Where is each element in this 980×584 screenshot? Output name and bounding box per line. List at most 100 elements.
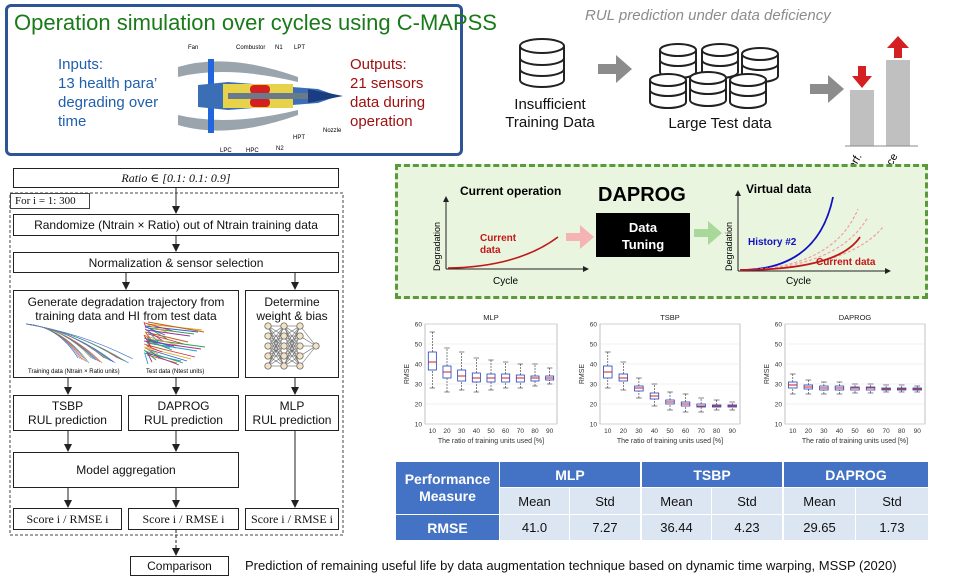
trajectory-line bbox=[25, 323, 94, 360]
trajectory-line bbox=[146, 342, 198, 352]
nn-node bbox=[296, 342, 304, 350]
box bbox=[427, 351, 437, 371]
nn-edge bbox=[283, 345, 301, 367]
y-tick-label: 60 bbox=[415, 322, 423, 329]
trajectory-line bbox=[147, 330, 160, 344]
y-tick-label: 10 bbox=[415, 422, 423, 429]
trajectory-line bbox=[146, 351, 153, 363]
daprog-main-title: DAPROG bbox=[598, 184, 686, 206]
nn-node bbox=[264, 332, 272, 340]
data-tuning-line-1: Data bbox=[629, 220, 658, 235]
current-data-curve bbox=[447, 236, 559, 269]
trajectory-line bbox=[25, 323, 134, 360]
table-cell: 7.27 bbox=[570, 515, 640, 540]
nn-node bbox=[280, 362, 288, 370]
turbofan-engine-diagram: Fan Combustor N1 LPT LPC HPC N2 HPT Nozz… bbox=[178, 45, 343, 154]
y-tick-label: 50 bbox=[775, 342, 783, 349]
table-sub-std: Std bbox=[856, 488, 928, 514]
generate-box: Generate degradation trajectory from tra… bbox=[13, 290, 239, 378]
nn-node bbox=[296, 332, 304, 340]
table-cell: 36.44 bbox=[642, 515, 711, 540]
x-tick-label: 60 bbox=[867, 428, 875, 435]
trajectory-line bbox=[144, 353, 149, 365]
trajectory-line bbox=[147, 321, 205, 333]
trajectory-line bbox=[144, 350, 184, 364]
table-cell: 4.23 bbox=[712, 515, 782, 540]
arrow-right-icon bbox=[694, 221, 722, 245]
trajectory-line bbox=[147, 327, 195, 335]
x-axis-label: The ratio of training units used [%] bbox=[438, 438, 544, 445]
nn-node bbox=[264, 362, 272, 370]
table-group-mlp: MLP bbox=[500, 462, 640, 487]
x-tick-label: 50 bbox=[487, 428, 495, 435]
x-tick-label: 30 bbox=[458, 428, 466, 435]
history-label: History #2 bbox=[748, 237, 797, 248]
trajectory-line bbox=[143, 334, 152, 348]
chart-title: TSBP bbox=[660, 313, 680, 322]
plot-area bbox=[784, 323, 926, 425]
nn-edge bbox=[299, 345, 317, 367]
x-tick-label: 10 bbox=[429, 428, 437, 435]
n2-label: N2 bbox=[276, 146, 284, 152]
nn-edge bbox=[283, 325, 301, 357]
y-tick-label: 50 bbox=[590, 342, 598, 349]
loop-label: For i = 1: 300 bbox=[10, 193, 90, 209]
x-tick-label: 90 bbox=[729, 428, 737, 435]
y-tick-label: 30 bbox=[415, 382, 423, 389]
x-tick-label: 30 bbox=[820, 428, 828, 435]
x-tick-label: 70 bbox=[697, 428, 705, 435]
fan-label: Fan bbox=[188, 45, 198, 51]
nozzle-label: Nozzle bbox=[323, 128, 342, 134]
table-group-daprog: DAPROG bbox=[784, 462, 928, 487]
box bbox=[457, 369, 467, 382]
nn-edge bbox=[267, 325, 285, 357]
database-icon bbox=[519, 38, 565, 88]
trajectory-line bbox=[146, 345, 163, 353]
arrow-right-icon bbox=[566, 225, 594, 249]
nn-node bbox=[264, 352, 272, 360]
x-tick-label: 90 bbox=[546, 428, 554, 435]
table-sub-std: Std bbox=[712, 488, 782, 514]
degradation-label: Degradation bbox=[432, 222, 442, 271]
neural-network-icon bbox=[264, 322, 320, 370]
randomize-box: Randomize (Ntrain × Ratio) out of Ntrain… bbox=[13, 214, 339, 236]
perf-bar bbox=[850, 90, 874, 146]
current-operation-title: Current operation bbox=[460, 184, 561, 198]
y-tick-label: 20 bbox=[415, 402, 423, 409]
score-box-daprog: Score i / RMSE i bbox=[128, 508, 239, 530]
y-axis-label: RMSE bbox=[579, 364, 586, 385]
trajectory-line bbox=[144, 347, 159, 355]
nn-edge bbox=[267, 335, 285, 367]
nn-node bbox=[296, 322, 304, 330]
arrow-up-icon bbox=[887, 36, 909, 58]
normalization-box: Normalization & sensor selection bbox=[13, 252, 339, 273]
y-tick-label: 30 bbox=[775, 382, 783, 389]
daprog-panel-graphic: Current operation Current data Degradati… bbox=[432, 182, 891, 287]
y-tick-label: 50 bbox=[415, 342, 423, 349]
loop-frame bbox=[9, 192, 344, 536]
x-tick-label: 30 bbox=[635, 428, 643, 435]
citation: Prediction of remaining useful life by d… bbox=[245, 558, 897, 573]
x-tick-label: 60 bbox=[682, 428, 690, 435]
box bbox=[545, 375, 555, 381]
y-tick-label: 60 bbox=[775, 322, 783, 329]
deficiency-graphic: Perf. Variance bbox=[519, 36, 918, 173]
arrow-down-icon bbox=[852, 66, 872, 88]
trajectory-line bbox=[145, 326, 166, 336]
trajectory-thumbnails: Training data (Ntrain × Ratio units) Tes… bbox=[25, 321, 206, 375]
nn-edge bbox=[267, 325, 285, 367]
ratio-box: Ratio ∈ [0.1: 0.1: 0.9] bbox=[13, 168, 339, 188]
nn-node bbox=[280, 342, 288, 350]
y-tick-label: 40 bbox=[590, 362, 598, 369]
y-tick-label: 20 bbox=[590, 402, 598, 409]
table-cell: 1.73 bbox=[856, 515, 928, 540]
trajectory-line bbox=[146, 348, 188, 362]
hpt-label: HPT bbox=[293, 135, 305, 141]
x-tick-label: 40 bbox=[651, 428, 659, 435]
